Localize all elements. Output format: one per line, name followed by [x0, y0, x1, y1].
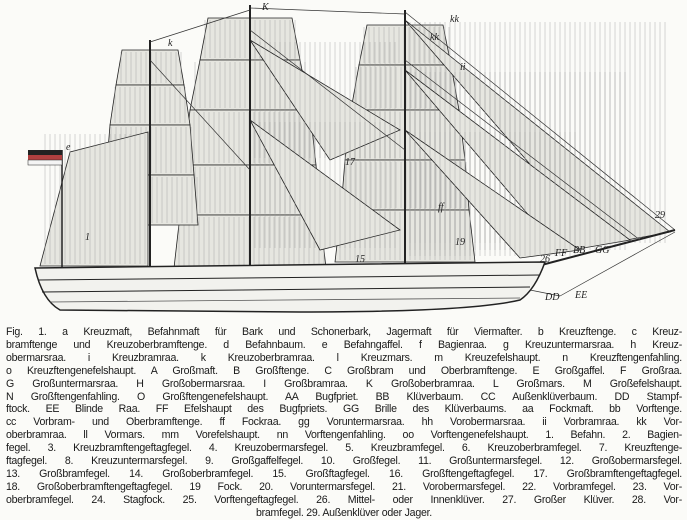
label: ff	[438, 202, 445, 213]
label: k	[168, 38, 173, 49]
label: BB	[573, 245, 585, 256]
label: ii	[460, 62, 466, 73]
label: 29	[655, 210, 665, 221]
caption-line: oberbramfegel. 24. Stagfock. 25. Vorften…	[6, 493, 682, 506]
caption-line: obermarsraa. i Kreuzbramraa. k Kreuzober…	[6, 351, 682, 364]
caption-line: cc Vorbram- und Oberbramftenge. ff Fockr…	[6, 416, 682, 429]
label: 15	[355, 254, 365, 265]
label: GG	[595, 245, 609, 256]
caption-line: N Großftengenfahling. O Großftengenefels…	[6, 390, 682, 403]
caption-line: ftagfegel. 8. Kreuzuntermarsfegel. 9. Gr…	[6, 455, 682, 468]
label: kk	[430, 32, 439, 43]
caption-line: oberbramraa. ll Vormars. mm Vorefelshaup…	[6, 429, 682, 442]
rigging	[149, 7, 676, 297]
label: FF	[554, 248, 568, 259]
spanker-sail	[39, 131, 149, 267]
label: DD	[544, 292, 560, 303]
caption-line: G Großuntermarsraa. H Großobermarsraa. I…	[6, 377, 682, 390]
label: kk	[450, 14, 459, 25]
hull	[34, 261, 547, 313]
caption-line: ftock. EE Blinde Raa. FF Efelshaupt des …	[6, 403, 682, 416]
caption-line: bramftenge und Kreuzoberbramftenge. d Be…	[6, 338, 682, 351]
ship-illustration: k K kk ii 17 kk 29 DD EE FF BB GG ff e 1…	[27, 2, 676, 313]
caption-line: Fig. 1. a Kreuzmaft, Befahnmaft für Bark…	[6, 326, 682, 338]
caption-line: 18. Großoberbramftengeftagfegel. 19 Fock…	[6, 480, 682, 493]
caption-line: fegel. 3. Kreuzbramftengeftagfegel. 4. K…	[6, 442, 682, 455]
label: 1	[85, 232, 90, 243]
flag	[27, 150, 63, 166]
figure-caption: Fig. 1. a Kreuzmaft, Befahnmaft für Bark…	[6, 326, 682, 520]
label: 17	[345, 157, 356, 168]
label: 19	[455, 237, 465, 248]
sail-labels: k K kk ii 17 kk 29 DD EE FF BB GG ff e 1…	[66, 2, 665, 303]
label: e	[66, 142, 71, 153]
caption-line: bramfegel. 29. Außenklüver oder Jager.	[256, 506, 432, 519]
label: EE	[574, 290, 587, 301]
label: K	[261, 2, 270, 13]
sails	[39, 17, 671, 269]
label: 26	[540, 254, 550, 265]
caption-line: 13. Großbramfegel. 14. Großoberbramfegel…	[6, 467, 682, 480]
caption-line: o Kreuzftengenefelshaupt. A Großmaft. B …	[6, 364, 682, 377]
bowsprit	[529, 229, 676, 269]
masts	[61, 5, 676, 285]
